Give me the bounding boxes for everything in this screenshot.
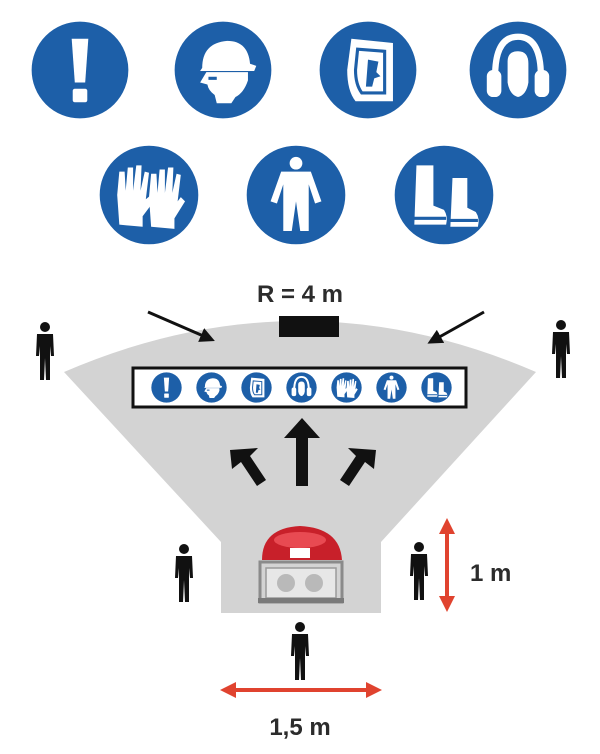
arrow-up-center	[284, 418, 320, 486]
sign-banner	[131, 366, 468, 409]
person-icon-left-mid	[175, 544, 193, 602]
person-icon-right-mid	[410, 542, 428, 600]
ppe-signs-top	[28, 18, 570, 248]
arrow-up-right	[340, 448, 376, 486]
exclamation-icon	[28, 18, 132, 122]
zone-marker	[279, 316, 339, 337]
arrow-up-left	[230, 448, 266, 486]
radius-label: R = 4 m	[257, 281, 343, 308]
hard-hat-icon	[171, 18, 275, 122]
machine	[258, 526, 344, 604]
person-icon-left-top	[36, 322, 54, 380]
face-shield-icon	[316, 18, 420, 122]
gloves-icon	[96, 142, 202, 248]
person-icon-bottom	[291, 622, 309, 680]
person-icon-right-top	[552, 320, 570, 378]
arrow-top-right	[427, 310, 485, 344]
width-dimension-label: 1,5 m	[269, 714, 330, 741]
coverall-icon	[243, 142, 349, 248]
ear-protection-icon	[466, 18, 570, 122]
direction-arrows	[230, 418, 376, 486]
arrow-top-left	[147, 310, 215, 342]
safety-boots-icon	[391, 142, 497, 248]
height-dimension-label: 1 m	[470, 560, 511, 587]
